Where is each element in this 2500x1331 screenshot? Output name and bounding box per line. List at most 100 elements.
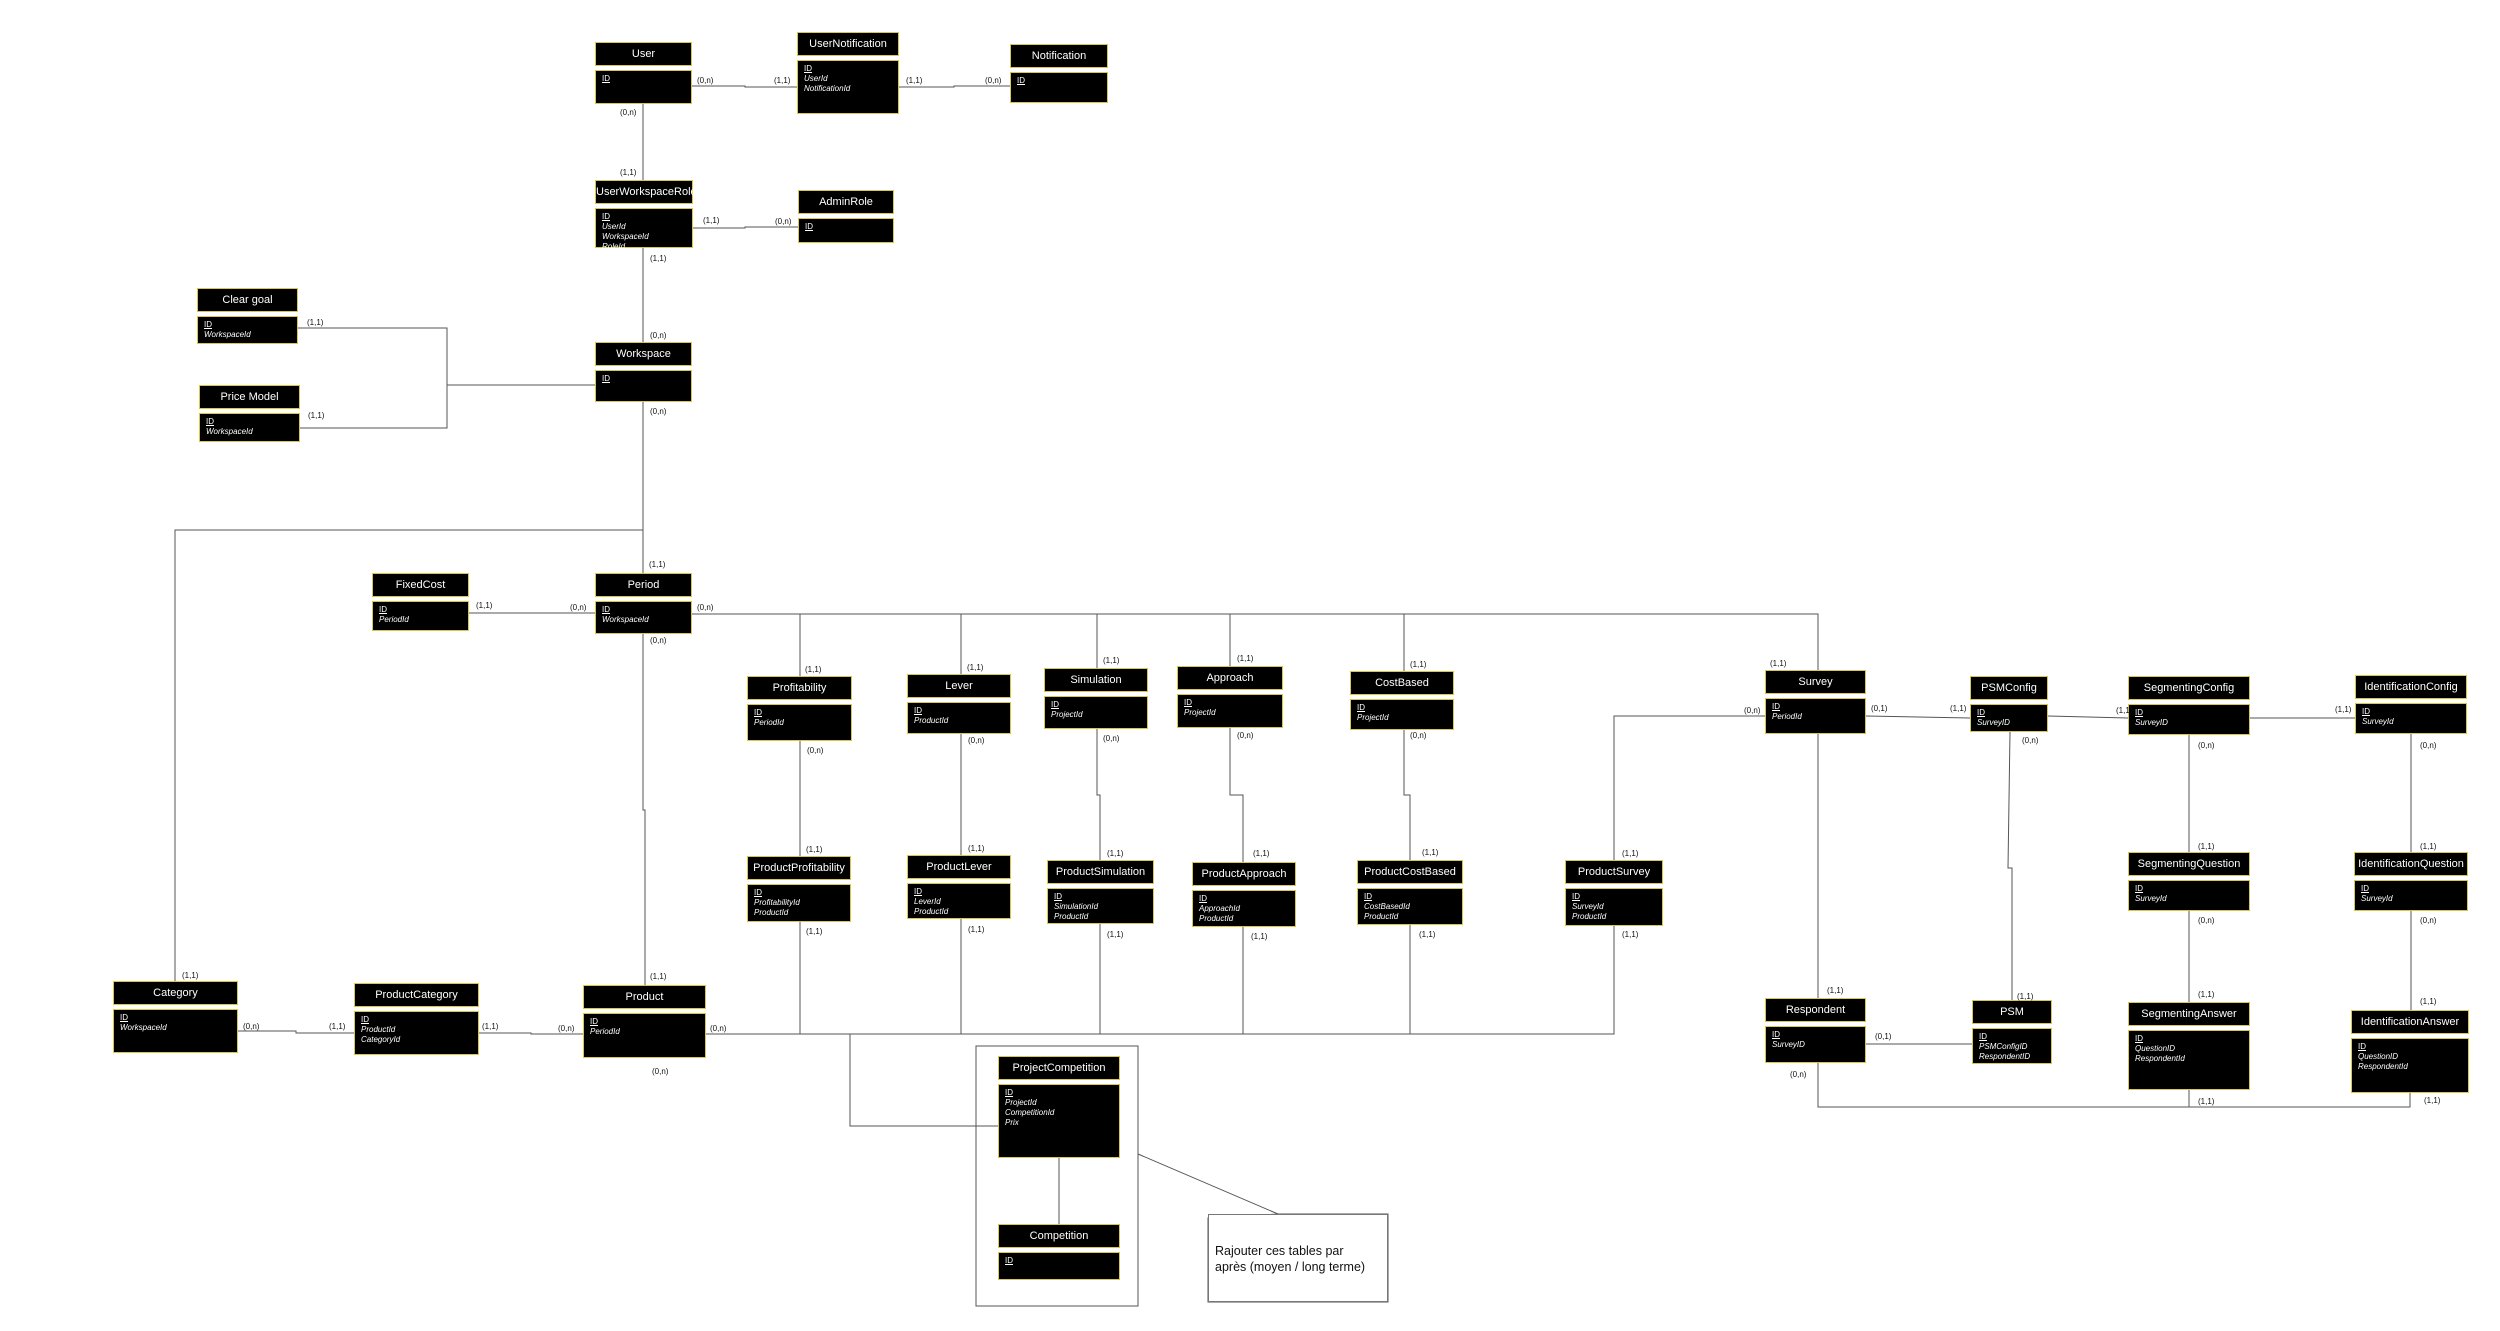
cardinality-label: (0,n) [2420, 916, 2437, 925]
entity-title: ProductProfitability [747, 856, 851, 880]
cardinality-label: (1,1) [2116, 706, 2133, 715]
attribute: CostBasedId [1364, 902, 1410, 911]
entity-title: UserNotification [797, 32, 899, 56]
relationship-line [1613, 715, 1765, 860]
attribute: PeriodId [754, 718, 784, 727]
relationship-line [1229, 728, 1244, 862]
primary-key-attribute: ID [805, 222, 813, 231]
entity-title: Category [113, 981, 238, 1005]
entity-title: PSMConfig [1970, 676, 2048, 700]
attribute: SurveyId [1572, 902, 1604, 911]
attribute: ProjectId [1005, 1098, 1037, 1107]
cardinality-label: (1,1) [650, 254, 667, 263]
attribute: ProductId [1364, 912, 1399, 921]
primary-key-attribute: ID [2135, 1034, 2143, 1043]
primary-key-attribute: ID [1005, 1256, 1013, 1265]
attribute: WorkspaceId [206, 427, 253, 436]
primary-key-attribute: ID [1017, 76, 1025, 85]
cardinality-label: (1,1) [806, 927, 823, 936]
cardinality-label: (1,1) [1253, 849, 1270, 858]
relationship-line [298, 327, 448, 429]
primary-key-attribute: ID [1051, 700, 1059, 709]
entity-title: IdentificationConfig [2355, 675, 2467, 699]
entity-attributes: ID [595, 70, 692, 104]
cardinality-label: (0,n) [1410, 731, 1427, 740]
relationship-line [479, 1032, 583, 1035]
cardinality-label: (0,1) [1871, 704, 1888, 713]
cardinality-label: (1,1) [2335, 705, 2352, 714]
attribute: SurveyId [2135, 894, 2167, 903]
cardinality-label: (0,1) [1875, 1032, 1892, 1041]
primary-key-attribute: ID [2135, 884, 2143, 893]
cardinality-label: (1,1) [806, 845, 823, 854]
relationship-line [2007, 731, 2013, 1000]
primary-key-attribute: ID [602, 74, 610, 83]
cardinality-label: (0,n) [1744, 706, 1761, 715]
entity-attributes: ID [998, 1252, 1120, 1280]
attribute: RespondentId [2135, 1054, 2185, 1063]
relationship-line [1403, 730, 1411, 860]
relationship-line [692, 613, 1819, 670]
primary-key-attribute: ID [2361, 884, 2369, 893]
attribute: ProfitabilityId [754, 898, 800, 907]
cardinality-label: (1,1) [1622, 930, 1639, 939]
cardinality-label: (0,n) [652, 1067, 669, 1076]
attribute: PeriodId [590, 1027, 620, 1036]
attribute: QuestionID [2358, 1052, 2399, 1061]
entity-title: Price Model [199, 385, 300, 409]
cardinality-label: (1,1) [650, 972, 667, 981]
primary-key-attribute: ID [1199, 894, 1207, 903]
cardinality-label: (0,n) [697, 76, 714, 85]
cardinality-label: (1,1) [1770, 659, 1787, 668]
attribute: RoleId [602, 242, 626, 251]
attribute: PeriodId [1772, 712, 1802, 721]
relationship-line [1865, 715, 1971, 719]
attribute: ProjectId [1357, 713, 1389, 722]
cardinality-label: (1,1) [1622, 849, 1639, 858]
note-line-1: Rajouter ces tables par [1215, 1244, 1344, 1258]
primary-key-attribute: ID [1364, 892, 1372, 901]
attribute: ProductId [361, 1025, 396, 1034]
attribute: ProductId [1572, 912, 1607, 921]
primary-key-attribute: ID [1977, 708, 1985, 717]
primary-key-attribute: ID [379, 605, 387, 614]
entity-title: Product [583, 985, 706, 1009]
cardinality-label: (0,n) [1237, 731, 1254, 740]
cardinality-label: (0,n) [620, 108, 637, 117]
cardinality-label: (1,1) [307, 318, 324, 327]
cardinality-label: (1,1) [2198, 1097, 2215, 1106]
entity-title: ProductSurvey [1565, 860, 1663, 884]
attribute: CompetitionId [1005, 1108, 1055, 1117]
attribute: NotificationId [804, 84, 851, 93]
attribute: SurveyID [1772, 1040, 1805, 1049]
primary-key-attribute: ID [1357, 703, 1365, 712]
cardinality-label: (1,1) [805, 665, 822, 674]
attribute: RespondentID [1979, 1052, 2031, 1061]
primary-key-attribute: ID [1979, 1032, 1987, 1041]
attribute: Prix [1005, 1118, 1019, 1127]
attribute: SurveyID [2135, 718, 2168, 727]
